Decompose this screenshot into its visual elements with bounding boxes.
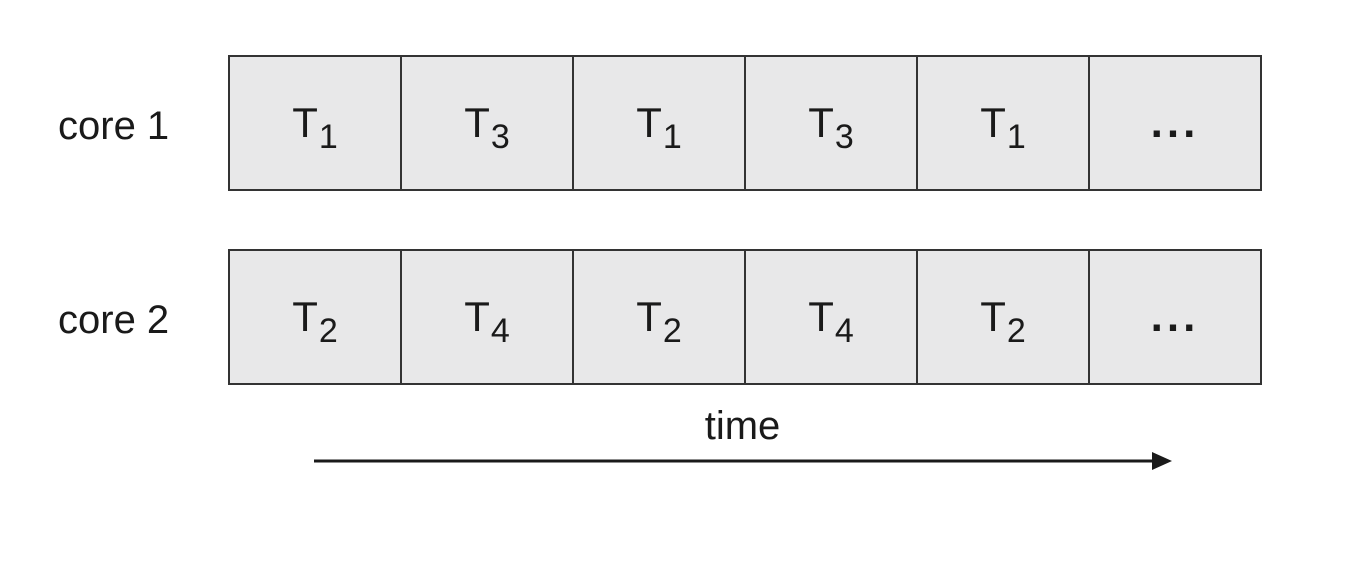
slot-task-subscript: 3 [834, 117, 854, 156]
ellipsis: ... [1150, 292, 1200, 341]
core-2-slot-continuation: ... [1088, 251, 1260, 383]
core-1-slot-continuation: ... [1088, 57, 1260, 189]
slot-task-subscript: 2 [318, 311, 338, 350]
slot-task-subscript: 4 [834, 311, 854, 350]
slot-task-subscript: 1 [662, 117, 682, 156]
slot-task: T [292, 293, 318, 340]
slot-task-subscript: 2 [662, 311, 682, 350]
slot-task: T [636, 293, 662, 340]
slot-task: T [636, 99, 662, 146]
slot-task: T [808, 99, 834, 146]
slot-task-subscript: 2 [1006, 311, 1026, 350]
core-1-label: core 1 [58, 104, 170, 148]
slot-task-subscript: 1 [318, 117, 338, 156]
slot-task-subscript: 3 [490, 117, 510, 156]
slot-task: T [464, 99, 490, 146]
time-arrow-icon [314, 452, 1172, 470]
slot-task: T [292, 99, 318, 146]
slot-task: T [980, 99, 1006, 146]
slot-task: T [808, 293, 834, 340]
slot-task: T [464, 293, 490, 340]
ellipsis: ... [1150, 98, 1200, 147]
time-axis-label: time [704, 404, 781, 448]
slot-task-subscript: 4 [490, 311, 510, 350]
core-2-label: core 2 [58, 298, 170, 342]
slot-task: T [980, 293, 1006, 340]
slot-task-subscript: 1 [1006, 117, 1026, 156]
